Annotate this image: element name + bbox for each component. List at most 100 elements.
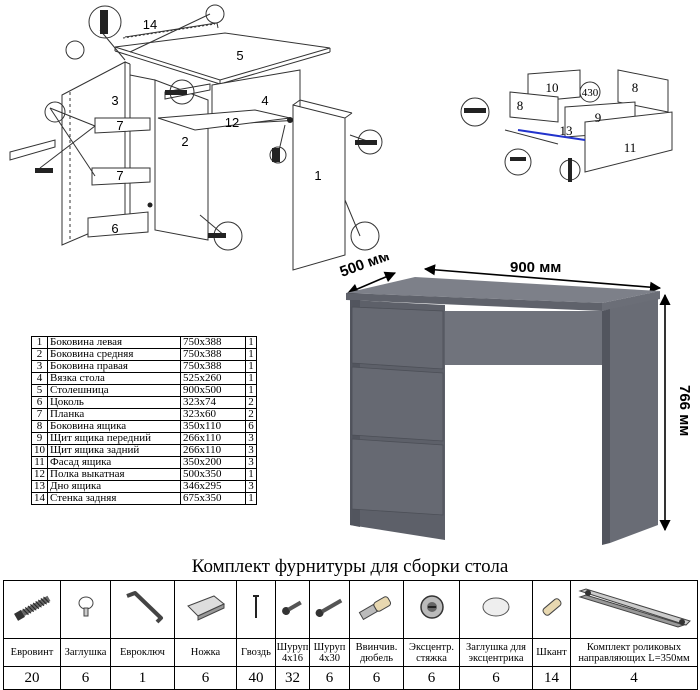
parts-cell-qty: 6 [245, 420, 257, 433]
hardware-count: 14 [532, 666, 571, 690]
hardware-count: 6 [403, 666, 460, 690]
part-label-3: 3 [111, 93, 118, 108]
depth-dimension: 500 мм [338, 255, 392, 281]
parts-cell-qty: 1 [245, 372, 257, 385]
hardware-name-line2: 4x16 [282, 652, 303, 664]
hardware-count: 6 [60, 666, 111, 690]
hardware-name: Ножка [174, 638, 237, 667]
drawer-label-9: 9 [595, 110, 602, 125]
hardware-count: 40 [236, 666, 276, 690]
parts-cell-qty: 3 [245, 432, 257, 445]
drawer-label-13: 13 [560, 123, 573, 138]
desk-exploded-diagram: 1 2 3 4 5 6 7 7 12 14 [9, 4, 383, 271]
nail-icon [251, 592, 261, 622]
parts-cell-size: 323x60 [180, 408, 246, 421]
part-label-12: 12 [225, 115, 239, 130]
hardware-name-line2: направляющих L=350мм [578, 652, 690, 664]
parts-cell-name: Столешница [47, 384, 181, 397]
parts-cell-qty: 1 [245, 492, 257, 505]
hardware-name-line1: Евроключ [120, 647, 165, 658]
hardware-name-line1: Шуруп [276, 641, 309, 653]
drawer-label-8a: 8 [517, 98, 524, 113]
parts-cell-size: 350x200 [180, 456, 246, 469]
drawer-label-10: 10 [546, 80, 559, 95]
parts-cell-num: 3 [31, 360, 48, 373]
screw-long-icon [314, 596, 346, 618]
hardware-icon-cell [309, 580, 350, 639]
parts-cell-size: 750x388 [180, 348, 246, 361]
hardware-name-line1: Ножка [190, 647, 221, 658]
hardware-name: Эксцентр.стяжка [403, 638, 460, 667]
parts-cell-num: 11 [31, 456, 48, 469]
parts-cell-size: 525x260 [180, 372, 246, 385]
hardware-name: Шкант [532, 638, 571, 667]
drawer-label-8b: 8 [632, 80, 639, 95]
hardware-name: Гвоздь [236, 638, 276, 667]
part-label-2: 2 [181, 134, 188, 149]
parts-cell-qty: 1 [245, 360, 257, 373]
drawer-label-430: 430 [582, 87, 599, 99]
parts-cell-num: 7 [31, 408, 48, 421]
parts-cell-num: 9 [31, 432, 48, 445]
hardware-icon-cell [459, 580, 533, 639]
part-label-7b: 7 [116, 168, 123, 183]
hardware-name-line2: дюбель [359, 652, 394, 664]
screw-small-icon [280, 596, 306, 618]
parts-cell-qty: 3 [245, 444, 257, 457]
hardware-icon-cell [174, 580, 237, 639]
hardware-count: 20 [3, 666, 61, 690]
dowel-screw-icon [355, 592, 399, 622]
parts-cell-name: Боковина ящика [47, 420, 181, 433]
parts-cell-size: 675x350 [180, 492, 246, 505]
cap-icon [74, 594, 98, 620]
parts-cell-name: Полка выкатная [47, 468, 181, 481]
parts-cell-size: 346x295 [180, 480, 246, 493]
parts-cell-name: Планка [47, 408, 181, 421]
part-label-7a: 7 [116, 118, 123, 133]
part-label-14: 14 [143, 17, 157, 32]
parts-cell-qty: 1 [245, 384, 257, 397]
parts-cell-qty: 2 [245, 408, 257, 421]
hardware-count: 6 [309, 666, 350, 690]
hardware-count: 32 [275, 666, 310, 690]
hardware-name-line1: Ввинчив. [355, 641, 398, 653]
hardware-name-line1: Гвоздь [241, 647, 271, 658]
parts-cell-num: 4 [31, 372, 48, 385]
hardware-icon-cell [236, 580, 276, 639]
parts-cell-num: 6 [31, 396, 48, 409]
part-label-5: 5 [236, 48, 243, 63]
parts-cell-num: 13 [31, 480, 48, 493]
parts-cell-qty: 1 [245, 468, 257, 481]
hardware-icon-cell [60, 580, 111, 639]
parts-cell-qty: 2 [245, 396, 257, 409]
hardware-name-line1: Эксцентр. [409, 641, 454, 653]
parts-cell-size: 350x110 [180, 420, 246, 433]
foot-icon [184, 592, 228, 622]
drawer-slide-icon [574, 585, 694, 629]
parts-cell-name: Фасад ящика [47, 456, 181, 469]
parts-cell-name: Стенка задняя [47, 492, 181, 505]
hardware-name: Ввинчив.дюбель [349, 638, 404, 667]
parts-cell-name: Боковина правая [47, 360, 181, 373]
parts-cell-name: Вязка стола [47, 372, 181, 385]
hardware-icon-cell [110, 580, 175, 639]
hardware-name-line1: Шуруп [313, 641, 346, 653]
hardware-icon-cell [349, 580, 404, 639]
hardware-name-line2: эксцентрика [468, 652, 524, 664]
hardware-name-line1: Шкант [536, 647, 567, 658]
hardware-name-line1: Заглушка для [466, 641, 526, 653]
screw-icon [9, 592, 55, 622]
parts-cell-num: 5 [31, 384, 48, 397]
hardware-name: Евровинт [3, 638, 61, 667]
